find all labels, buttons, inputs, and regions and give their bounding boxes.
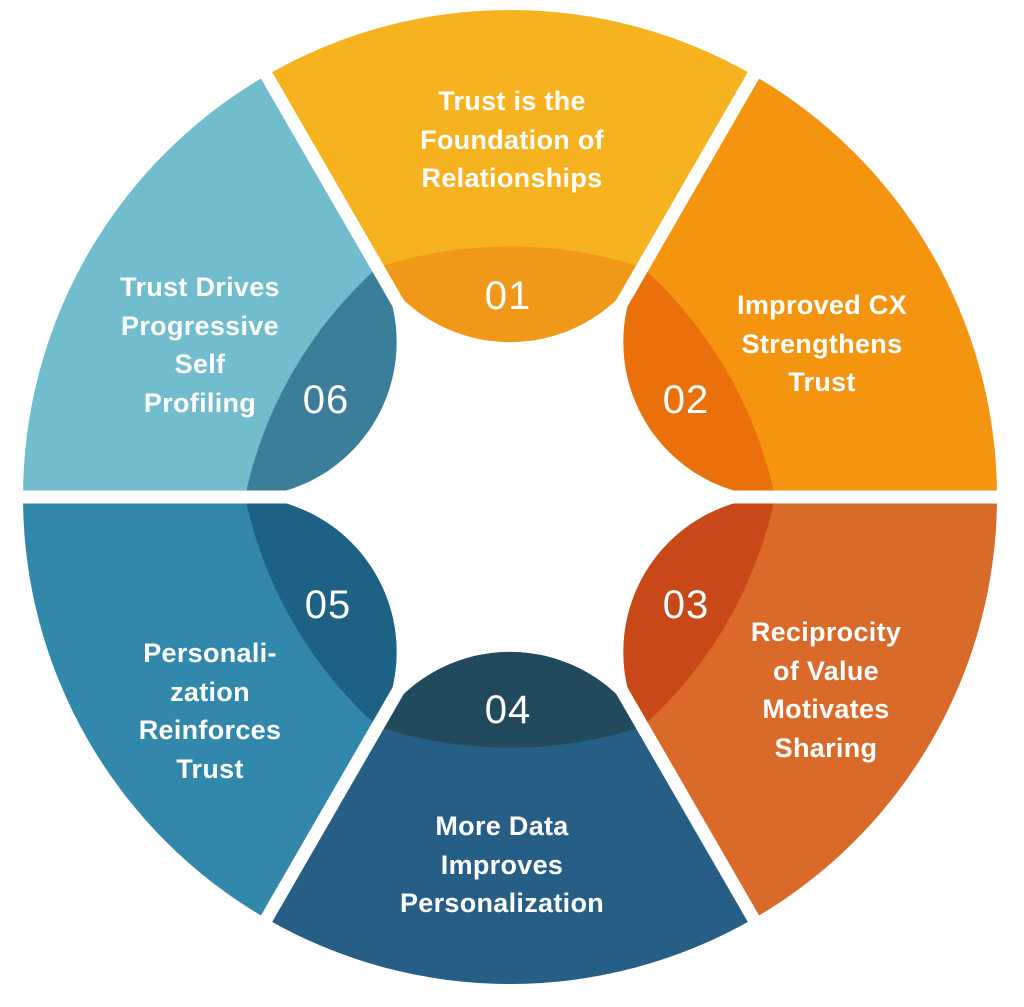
segment-01-label: Trust is the Foundation of Relationships — [420, 82, 604, 198]
label-line: Trust — [788, 367, 856, 397]
segment-divider — [254, 60, 516, 501]
label-line: Trust is the — [438, 86, 586, 116]
label-line: Foundation of — [420, 124, 604, 155]
label-line: of Value — [773, 655, 879, 686]
segment-02-inner-lobe — [623, 267, 775, 497]
segment-03-label: Reciprocity of Value Motivates Sharing — [751, 613, 901, 767]
label-line: Strengthens — [741, 328, 903, 359]
segment-05-inner-lobe — [245, 497, 397, 727]
label-line: Relationships — [421, 163, 603, 193]
label-line: Trust — [176, 753, 244, 784]
label-line: Improved CX — [737, 290, 907, 320]
segment-divider — [504, 60, 766, 501]
segment-02-number: 02 — [662, 378, 710, 422]
segment-02 — [623, 75, 997, 497]
segment-01 — [266, 9, 754, 343]
segment-06-label: Trust Drives Progressive Self Profiling — [120, 268, 280, 422]
label-line: zation — [170, 676, 250, 707]
label-line: Improves — [440, 849, 564, 880]
label-line: Self — [174, 349, 226, 379]
label-line: Sharing — [774, 732, 878, 763]
label-line: Personalization — [399, 888, 605, 918]
segment-01-inner-lobe — [377, 246, 643, 343]
label-line: Motivates — [762, 694, 890, 724]
segment-divider — [504, 493, 766, 934]
label-line: More Data — [435, 811, 569, 841]
segment-05-label: Personali- zation Reinforces Trust — [139, 634, 282, 788]
label-line: Personali- — [143, 638, 277, 668]
segment-04 — [266, 651, 754, 985]
segment-01-number: 01 — [484, 274, 532, 318]
label-line: Reinforces — [138, 715, 282, 745]
segment-04-inner-lobe — [377, 651, 643, 748]
label-line: Reciprocity — [750, 617, 902, 647]
segment-divider — [254, 493, 516, 934]
label-line: Profiling — [143, 387, 257, 418]
label-line: Trust Drives — [120, 272, 280, 302]
segment-02-label: Improved CX Strengthens Trust — [737, 286, 907, 402]
segment-03-number: 03 — [662, 583, 710, 627]
segment-06 — [23, 75, 397, 497]
segment-06-number: 06 — [302, 378, 350, 422]
segment-05 — [22, 497, 397, 919]
segment-04-label: More Data Improves Personalization — [400, 807, 604, 923]
segment-01-shape — [266, 9, 754, 343]
label-line: Progressive — [121, 310, 279, 341]
segment-04-shape — [266, 651, 754, 985]
segment-06-inner-lobe — [245, 267, 397, 497]
segment-03-inner-lobe — [623, 497, 775, 727]
segment-05-number: 05 — [304, 583, 352, 627]
segment-04-number: 04 — [484, 688, 532, 732]
segment-03 — [623, 497, 997, 919]
